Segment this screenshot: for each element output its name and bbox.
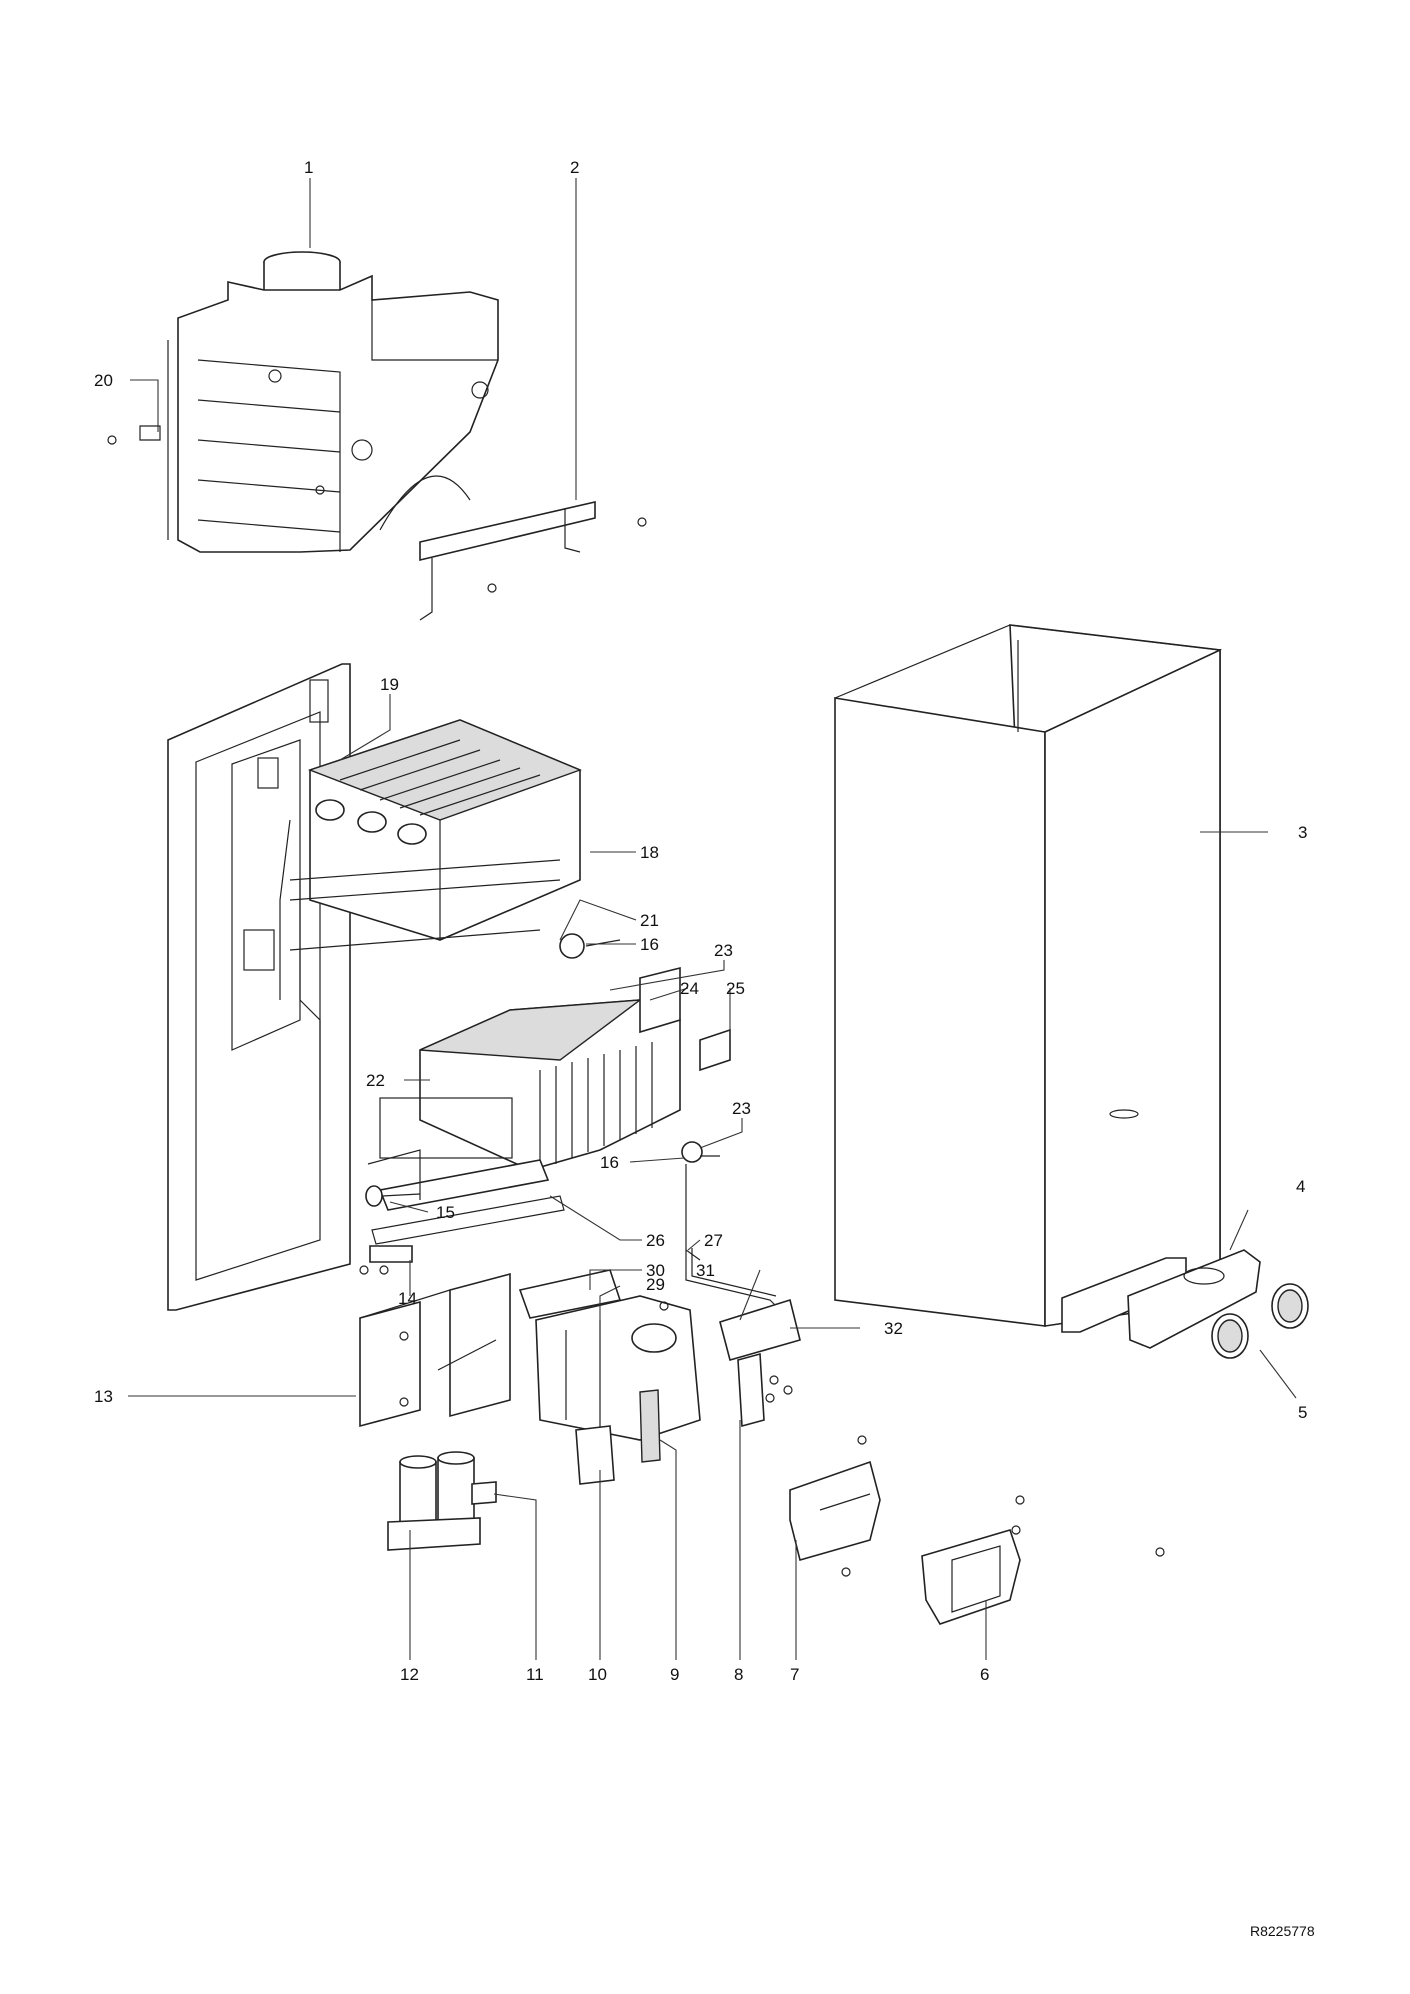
callout-27: 27 <box>704 1231 723 1250</box>
callout-20: 20 <box>94 371 113 390</box>
callout-23-lower: 23 <box>732 1099 751 1118</box>
thermocouple-part <box>559 933 731 1261</box>
callout-2: 2 <box>570 158 579 177</box>
callout-19: 19 <box>380 675 399 694</box>
lower-bracket-6-part <box>921 1495 1165 1625</box>
back-panel-part <box>167 663 351 1311</box>
callout-15: 15 <box>436 1203 455 1222</box>
callout-21: 21 <box>640 911 659 930</box>
callout-23-upper: 23 <box>714 941 733 960</box>
electrode-part <box>359 1185 421 1275</box>
callout-13: 13 <box>94 1387 113 1406</box>
callout-26: 26 <box>646 1231 665 1250</box>
outer-casing-part <box>834 624 1223 1327</box>
manifold-part <box>367 1097 565 1245</box>
heat-exchanger-part <box>279 719 582 1120</box>
callout-5: 5 <box>1298 1403 1307 1422</box>
leader-lines <box>128 178 1297 1660</box>
flue-hood-part <box>167 251 499 553</box>
callout-9: 9 <box>670 1665 679 1684</box>
callout-16-lower: 16 <box>600 1153 619 1172</box>
callout-30: 30 <box>646 1261 665 1280</box>
callout-18: 18 <box>640 843 659 862</box>
callout-29: 29 <box>646 1275 665 1294</box>
wall-bracket-7-part <box>789 1435 881 1577</box>
control-box-part <box>359 1272 511 1428</box>
bracket-2-part <box>419 500 647 621</box>
burner-part <box>419 999 681 1171</box>
gas-valve-part <box>518 1269 701 1485</box>
callout-10: 10 <box>588 1665 607 1684</box>
callout-3: 3 <box>1298 823 1307 842</box>
callout-25: 25 <box>726 979 745 998</box>
callout-31: 31 <box>696 1261 715 1280</box>
callout-12: 12 <box>400 1665 419 1684</box>
battery-holder-part <box>387 1451 497 1551</box>
callout-4: 4 <box>1296 1177 1305 1196</box>
callout-22: 22 <box>366 1071 385 1090</box>
callout-11: 11 <box>526 1665 544 1684</box>
callout-32: 32 <box>884 1319 903 1338</box>
callout-24: 24 <box>680 979 699 998</box>
callout-1: 1 <box>304 158 313 177</box>
reference-code: R8225778 <box>1250 1923 1315 1939</box>
control-panel-part <box>1061 1249 1309 1359</box>
callout-6: 6 <box>980 1665 989 1684</box>
water-valve-part <box>659 1298 801 1428</box>
callout-14: 14 <box>398 1289 417 1308</box>
callout-16-upper: 16 <box>640 935 659 954</box>
screw-20-part <box>107 425 161 445</box>
callout-labels: 1 2 3 4 5 6 7 8 9 10 11 12 13 14 15 16 1… <box>94 158 1307 1684</box>
callout-7: 7 <box>790 1665 799 1684</box>
callout-8: 8 <box>734 1665 743 1684</box>
